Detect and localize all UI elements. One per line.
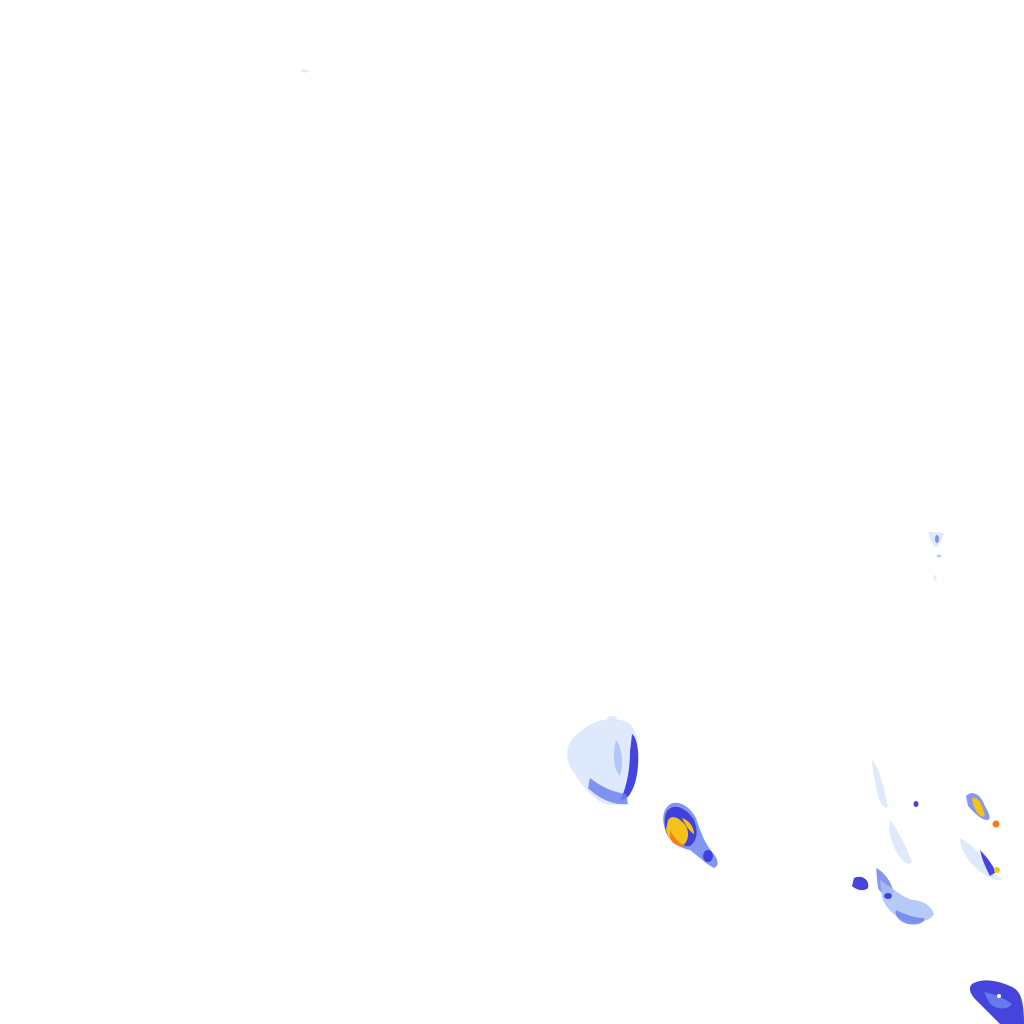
precip-cell-central-storm [663, 802, 718, 868]
precip-cell-east-small [928, 532, 944, 581]
precip-cell-far-east [960, 793, 1002, 881]
precip-cluster-southeast [852, 760, 934, 925]
precip-cell-north [301, 69, 309, 73]
precip-cell-south-edge [969, 980, 1024, 1024]
precip-cell-southwest [567, 716, 639, 806]
